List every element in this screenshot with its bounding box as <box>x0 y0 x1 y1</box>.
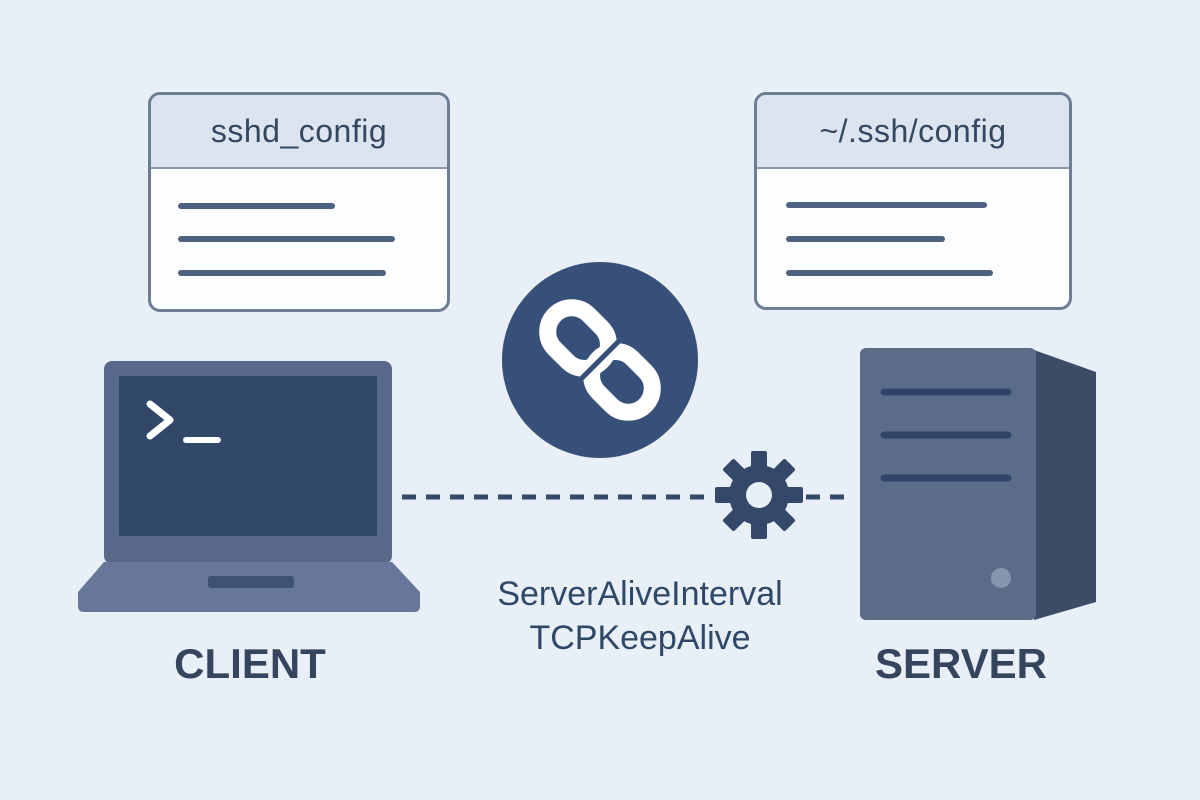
laptop-icon <box>78 361 420 612</box>
option-tcp-keep-alive: TCPKeepAlive <box>529 619 751 657</box>
gear-icon <box>715 451 803 539</box>
option-server-alive-interval: ServerAliveInterval <box>497 575 783 613</box>
ssh-client-config-lines <box>786 202 993 276</box>
sshd-config-title: sshd_config <box>151 95 447 169</box>
server-label: SERVER <box>875 640 1047 687</box>
link-icon <box>502 262 698 458</box>
sshd-config-lines <box>178 203 395 276</box>
keepalive-options: ServerAliveInterval TCPKeepAlive <box>455 572 825 660</box>
ssh-client-config-title: ~/.ssh/config <box>757 95 1069 169</box>
server-tower-icon <box>860 348 1096 620</box>
client-label: CLIENT <box>174 640 326 687</box>
terminal-prompt-icon <box>146 400 221 443</box>
